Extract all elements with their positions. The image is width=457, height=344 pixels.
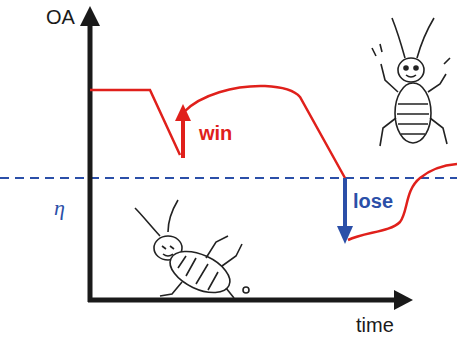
lose-arrow-head <box>337 226 353 244</box>
y-axis <box>88 22 93 302</box>
loser-cricket <box>135 200 249 301</box>
oa-trace <box>184 86 345 178</box>
threshold-line <box>0 177 457 179</box>
x-axis-head <box>394 290 413 310</box>
winner-cricket <box>372 18 450 146</box>
outcome-label: win <box>199 122 232 144</box>
win-arrow <box>181 118 185 158</box>
outcome-label: lose <box>353 190 393 212</box>
y-axis-head <box>80 6 100 26</box>
threshold-symbol: η <box>54 196 65 220</box>
axis-label: OA <box>46 6 75 28</box>
oa-trace <box>90 90 180 155</box>
axis-label: time <box>356 314 394 336</box>
x-axis <box>88 298 396 303</box>
lose-arrow <box>343 178 347 228</box>
oa-trace <box>348 164 457 240</box>
win-arrow-head <box>175 104 191 121</box>
